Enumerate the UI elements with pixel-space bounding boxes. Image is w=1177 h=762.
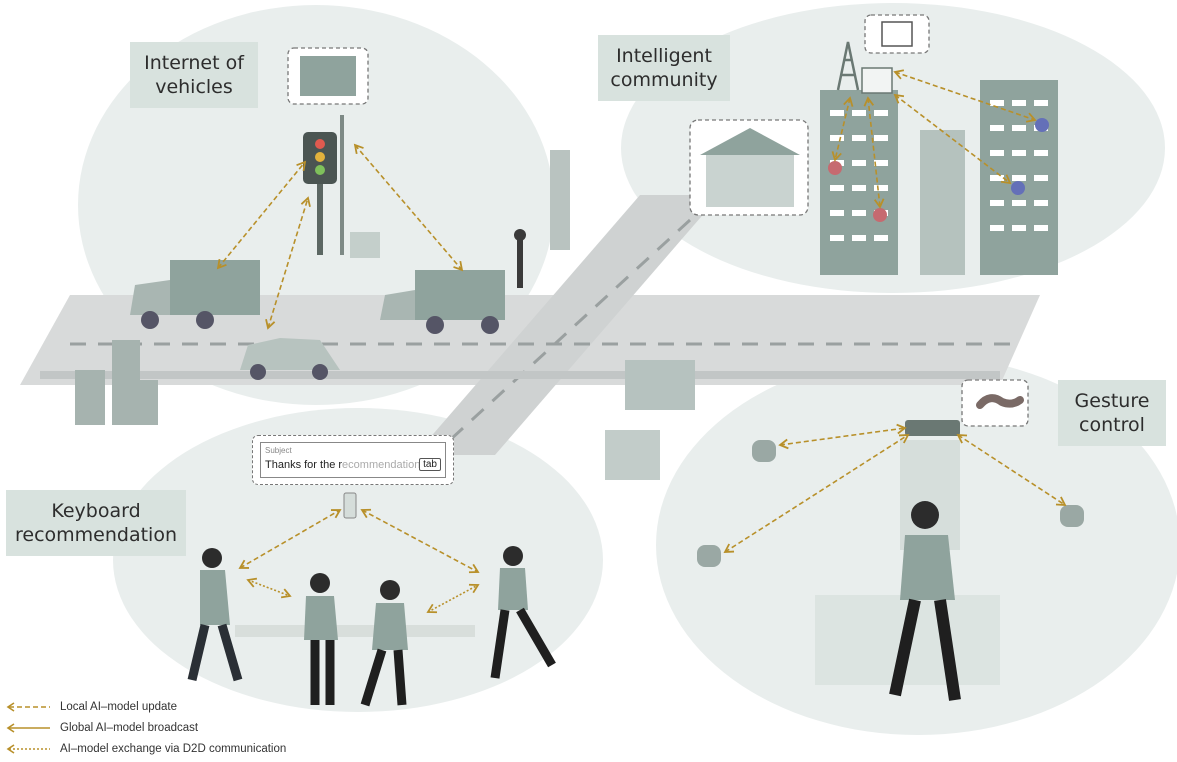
label-keyboard-recommendation: Keyboard recommendation	[6, 490, 186, 556]
phone-icon	[343, 492, 357, 519]
sensor-node	[1035, 118, 1049, 132]
walking-person	[911, 501, 939, 529]
tab-key: tab	[419, 458, 441, 471]
legend-global-label: Global AI–model broadcast	[60, 721, 199, 734]
email-subject-field: Subject Thanks for the recommendation ta…	[260, 442, 446, 478]
person-1	[187, 548, 243, 682]
local-update-arrow	[216, 160, 307, 270]
arrows	[216, 69, 1067, 614]
local-update-arrow	[863, 96, 885, 209]
label-intelligent-community: Intelligent community	[598, 35, 730, 101]
bench	[235, 625, 475, 637]
legend: Local AI–model update Global AI–model br…	[6, 696, 286, 759]
background-buildings	[75, 150, 695, 480]
keyboard-suggestion-card: Subject Thanks for the recommendation ta…	[252, 435, 454, 485]
d2d-arrow	[426, 583, 480, 614]
label-internet-of-vehicles: Internet of vehicles	[130, 42, 258, 108]
local-update-arrow	[831, 96, 854, 162]
car	[240, 338, 340, 380]
local-update-arrow	[956, 434, 1067, 506]
router-icon	[905, 420, 960, 436]
d2d-arrow	[246, 577, 292, 599]
keyboard-scene	[187, 492, 556, 707]
antenna-tower-icon	[836, 41, 860, 91]
truck-right	[380, 270, 505, 334]
edge-server-icon	[861, 67, 893, 94]
typed-text-line: Thanks for the recommendation	[265, 459, 420, 471]
gesture-bubble	[961, 379, 1029, 427]
local-update-arrow	[360, 508, 480, 574]
legend-local-label: Local AI–model update	[60, 700, 178, 713]
local-update-arrow	[265, 196, 311, 330]
person-3	[360, 580, 408, 707]
legend-d2d-label: AI–model exchange via D2D communication	[60, 742, 287, 755]
subject-label: Subject	[265, 446, 292, 455]
window	[900, 440, 960, 550]
dashed-arrow-icon	[6, 701, 50, 712]
local-update-arrow	[353, 143, 464, 272]
dotted-arrow-icon	[6, 743, 50, 754]
legend-global: Global AI–model broadcast	[6, 717, 286, 738]
camera-icon	[752, 440, 776, 462]
legend-local: Local AI–model update	[6, 696, 286, 717]
suggested-completion: ecommendation	[342, 459, 421, 471]
truck-left	[130, 260, 260, 329]
sensor-node	[828, 161, 842, 175]
label-gesture-control: Gesture control	[1058, 380, 1166, 446]
person-2	[304, 573, 338, 705]
solid-arrow-icon	[6, 722, 50, 733]
sensor-node	[873, 208, 887, 222]
local-update-arrow	[893, 93, 1012, 185]
sensor-node	[1011, 181, 1025, 195]
smart-meter-bubble	[864, 14, 930, 54]
typed-text: Thanks for the r	[265, 459, 343, 471]
legend-d2d: AI–model exchange via D2D communication	[6, 738, 286, 759]
person-4	[490, 546, 556, 679]
local-update-arrow	[778, 423, 907, 450]
camera-icon	[1060, 505, 1084, 527]
camera-icon	[697, 545, 721, 567]
local-update-arrow	[238, 509, 342, 569]
local-update-arrow	[723, 434, 910, 553]
